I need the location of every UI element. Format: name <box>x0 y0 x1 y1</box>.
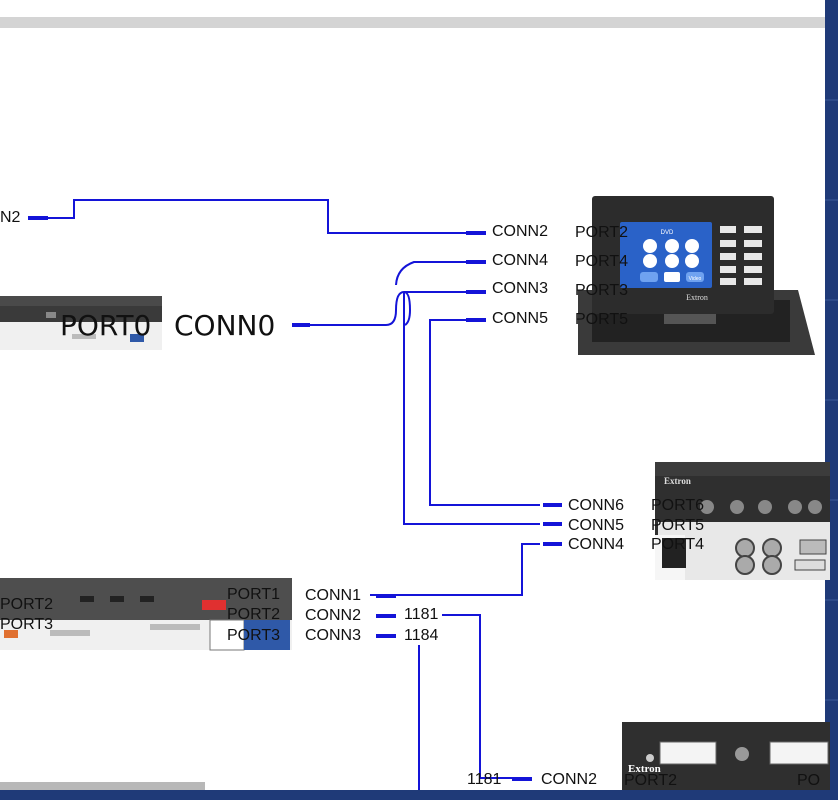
receiver-edge-label: PO <box>797 772 820 789</box>
scaler-left-port-label: PORT2 <box>0 596 53 613</box>
scaler-port-label: PORT2 <box>227 606 280 623</box>
touchpanel-screen-title: DVD <box>661 230 674 236</box>
touchpanel-port-label: PORT4 <box>575 253 628 270</box>
switcher-conn-label: CONN5 <box>568 517 624 534</box>
switcher-brand: Extron <box>664 476 691 486</box>
touchpanel-device[interactable]: DVD Video Extron <box>578 196 815 355</box>
controller-device[interactable] <box>0 296 162 350</box>
touchpanel-brand: Extron <box>686 293 708 302</box>
wire-conn0-to-touchpanel <box>292 261 540 525</box>
right-frame-grid <box>825 99 838 701</box>
switcher-port-label: PORT4 <box>651 536 704 553</box>
receiver-brand: Extron <box>628 763 661 775</box>
switcher-conn-label: CONN6 <box>568 497 624 514</box>
wire-conn2-touchpanel <box>28 199 470 234</box>
scaler-conn-label: CONN1 <box>305 587 361 604</box>
switcher-conn-label: CONN4 <box>568 536 624 553</box>
wire-1181 <box>442 614 512 779</box>
touchpanel-conn-label: CONN4 <box>492 252 548 269</box>
receiver-device[interactable]: Extron <box>622 722 830 790</box>
switcher-port-label: PORT5 <box>651 517 704 534</box>
touchpanel-screen <box>620 222 712 288</box>
wire-scaler-conn1-to-switcher <box>370 543 540 596</box>
top-bar <box>0 17 825 28</box>
scaler-cable-label: 1184 <box>404 627 439 644</box>
switcher-port-label: PORT6 <box>651 497 704 514</box>
scaler-port-label: PORT1 <box>227 586 280 603</box>
controller-edge-label: N2 <box>0 209 21 226</box>
touchpanel-conn-label: CONN2 <box>492 223 548 240</box>
scaler-cable-label: 1181 <box>404 606 439 623</box>
receiver-port-label: PORT2 <box>624 772 677 789</box>
scaler-left-port-label: PORT3 <box>0 616 53 633</box>
bottom-device-hint <box>0 782 205 790</box>
touchpanel-screen-button: Video <box>689 276 702 282</box>
scaler-conn-label: CONN3 <box>305 627 361 644</box>
controller-port-label: PORT0 <box>60 309 151 342</box>
touchpanel-port-label: PORT2 <box>575 224 628 241</box>
receiver-cable-label: 1181 <box>467 771 502 788</box>
controller-conn-label: CONN0 <box>174 309 275 342</box>
scaler-conn-label: CONN2 <box>305 607 361 624</box>
touchpanel-port-label: PORT5 <box>575 311 628 328</box>
scaler-device[interactable] <box>0 578 292 651</box>
wire-conn5-touchpanel-to-switcher <box>429 319 540 506</box>
scaler-port-label: PORT3 <box>227 627 280 644</box>
connector-stubs <box>28 216 562 781</box>
touchpanel-conn-label: CONN3 <box>492 280 548 297</box>
receiver-conn-label: CONN2 <box>541 771 597 788</box>
switcher-device[interactable]: Extron <box>655 462 830 580</box>
touchpanel-conn-label: CONN5 <box>492 310 548 327</box>
bottom-frame <box>0 790 838 800</box>
touchpanel-port-label: PORT3 <box>575 282 628 299</box>
